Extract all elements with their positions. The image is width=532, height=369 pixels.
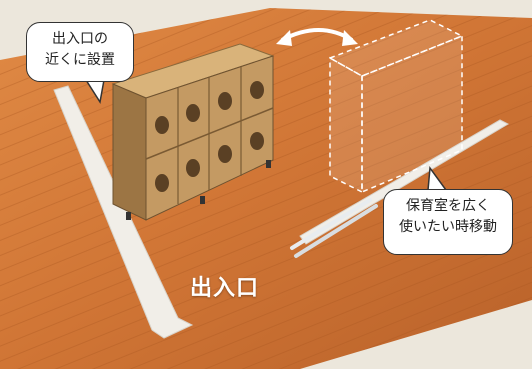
cubby-cabinet — [111, 43, 275, 221]
left-floor-rail — [53, 85, 194, 339]
double-arrow-icon — [276, 28, 358, 46]
entrance-label: 出入口 — [190, 276, 260, 301]
callout-left-line2: 近くに設置 — [45, 52, 115, 68]
callout-right-line1: 保育室を広く — [406, 198, 490, 214]
callout-move-when-needed: 保育室を広く 使いたい時移動 — [383, 189, 513, 255]
cabinet-moved-outline — [328, 19, 464, 194]
callout-near-entrance: 出入口の 近くに設置 — [26, 22, 134, 82]
floor-pipes — [290, 198, 378, 258]
callout-left-line1: 出入口の — [52, 31, 108, 47]
callout-right-line2: 使いたい時移動 — [399, 219, 497, 235]
